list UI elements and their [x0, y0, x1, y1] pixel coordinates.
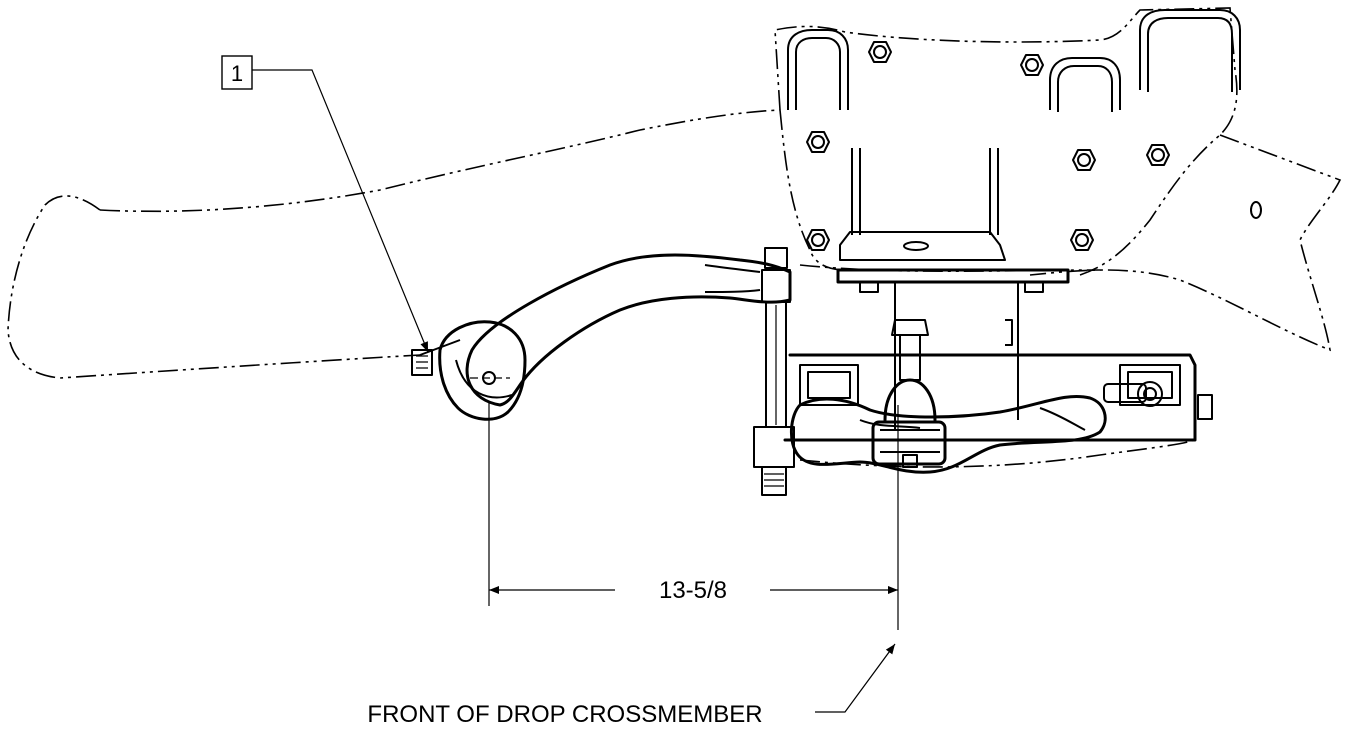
dimension-extension-lines [470, 377, 899, 630]
sway-bar [465, 253, 792, 407]
lower-control-arm [790, 394, 1107, 474]
reference-leader [815, 643, 896, 713]
end-link [753, 247, 795, 496]
ball-joint [871, 319, 947, 468]
drop-crossmember [836, 231, 1070, 430]
reference-label: FRONT OF DROP CROSSMEMBER [367, 701, 762, 728]
u-bolt-left [787, 29, 849, 110]
frame-rail-outline [7, 109, 1342, 379]
mount-bracket-outline [774, 7, 1238, 468]
cross-tube [783, 353, 1213, 442]
callout-box [221, 55, 253, 90]
u-bolt-center [1049, 57, 1121, 112]
u-bolt-right [1139, 9, 1241, 92]
callout-item-number: 1 [231, 61, 243, 86]
dimension-value: 13-5/8 [659, 577, 727, 604]
bracket-bolts [806, 41, 1262, 251]
arm-bolt [1103, 381, 1163, 407]
callout-leader [252, 69, 429, 353]
bracket-studs [851, 148, 999, 235]
